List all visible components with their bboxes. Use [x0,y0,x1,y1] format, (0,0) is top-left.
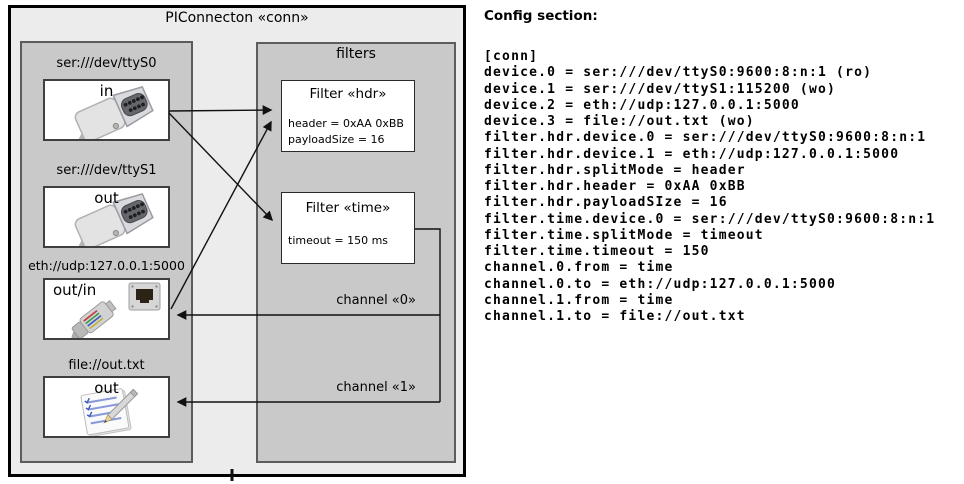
config-line: filter.hdr.device.1 = eth://udp:127.0.0.… [484,146,900,162]
filter-time-box: Filter «time» timeout = 150 ms [281,192,415,264]
device-uri-ttys0: ser:///dev/ttyS0 [56,56,157,71]
channel-1-label: channel «1» [336,380,416,395]
config-line: channel.0.from = time [484,260,674,276]
channel-0-label: channel «0» [336,293,416,308]
serial-connector-icon [74,85,154,139]
filter-hdr-title: Filter «hdr» [309,86,387,102]
filter-hdr-prop-header: header = 0xAA 0xBB [288,117,404,130]
config-line: filter.time.splitMode = timeout [484,227,764,243]
config-line: filter.time.timeout = 150 [484,244,710,259]
config-line: device.0 = ser:///dev/ttyS0:9600:8:n:1 (… [484,65,873,81]
config-line: filter.hdr.payloadSIze = 16 [484,195,728,211]
filter-hdr-prop-payload: payloadSize = 16 [288,133,385,146]
device-mode-ttys1: out [94,189,119,207]
notepad-pencil-icon [80,388,139,436]
config-line: filter.hdr.splitMode = header [484,162,746,178]
config-line: channel.1.from = time [484,292,674,308]
device-mode-eth: out/in [53,281,97,299]
config-line: [conn] [484,49,539,64]
filter-hdr-box: Filter «hdr» header = 0xAA 0xBB payloadS… [281,80,415,152]
device-uri-eth: eth://udp:127.0.0.1:5000 [28,258,185,273]
device-box-ttys0: in [43,79,170,141]
filter-time-prop-timeout: timeout = 150 ms [288,234,389,247]
config-line: device.2 = eth://udp:127.0.0.1:5000 [484,97,800,113]
config-line: channel.0.to = eth://udp:127.0.0.1:5000 [484,276,837,292]
config-line: filter.time.device.0 = ser:///dev/ttyS0:… [484,211,936,227]
device-box-ttys1: out [43,186,170,248]
device-mode-ttys0: in [99,82,114,100]
device-mode-file: out [94,379,119,397]
ethernet-cable-icon [70,282,161,338]
config-line: device.3 = file://out.txt (wo) [484,114,755,129]
config-line: channel.1.to = file://out.txt [484,309,746,324]
config-heading: Config section: [484,8,598,24]
filters-panel-title: filters [336,46,376,62]
diagram-title: PIConnecton «conn» [165,10,309,26]
filter-time-title: Filter «time» [305,200,391,216]
config-line: device.1 = ser:///dev/ttyS1:115200 (wo) [484,81,837,97]
device-box-eth: out/in [43,278,170,340]
device-box-file: out [43,376,170,438]
serial-connector-icon [74,192,154,246]
config-line: filter.hdr.device.0 = ser:///dev/ttyS0:9… [484,130,927,146]
device-uri-file: file://out.txt [68,358,145,373]
config-lines: [conn]device.0 = ser:///dev/ttyS0:9600:8… [484,49,935,325]
device-uri-ttys1: ser:///dev/ttyS1 [56,163,157,178]
config-line: filter.hdr.header = 0xAA 0xBB [484,179,746,194]
